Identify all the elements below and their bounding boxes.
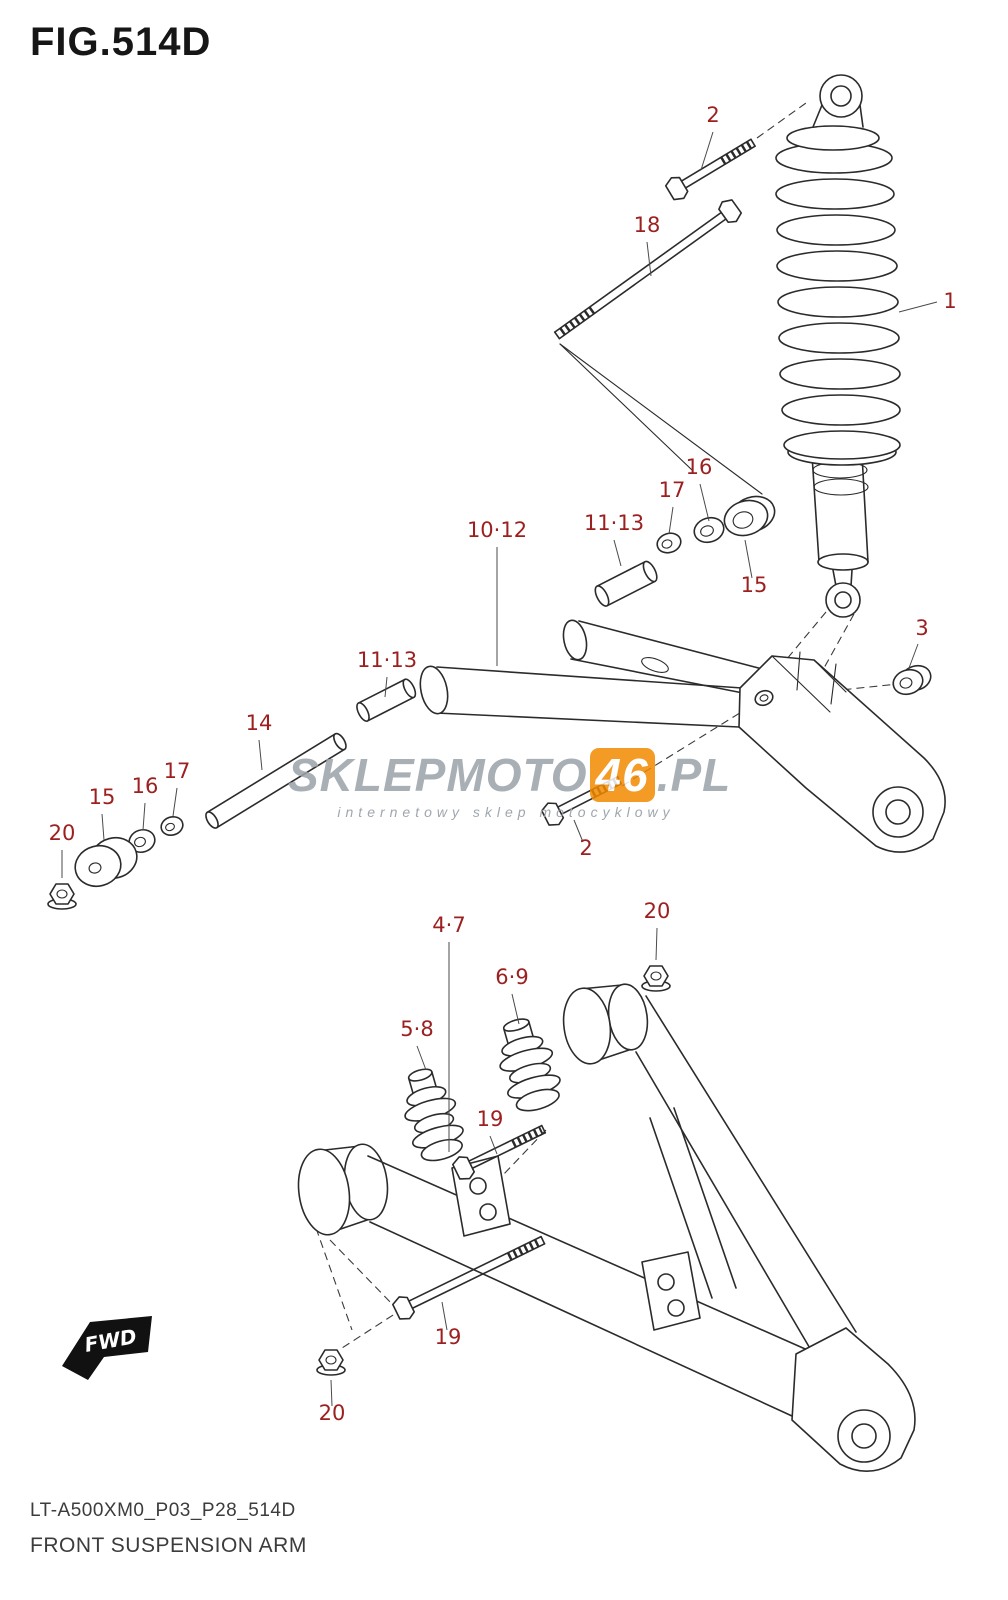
bushing-6-9 <box>499 1018 561 1112</box>
upper-suspension-arm <box>419 619 946 853</box>
cushion-15-upper <box>723 495 776 537</box>
shock-absorber <box>775 74 901 618</box>
axis-lines <box>315 102 899 1349</box>
part-label-5-8: 5·8 <box>400 1017 433 1041</box>
bolt-18 <box>553 199 743 340</box>
collar-11-13-left <box>356 678 417 722</box>
part-label-15-upper: 15 <box>741 573 768 597</box>
part-label-15-left: 15 <box>89 785 116 809</box>
part-label-18: 18 <box>634 213 661 237</box>
part-label-19-upper: 19 <box>477 1107 504 1131</box>
part-label-14: 14 <box>246 711 273 735</box>
part-label-17-upper: 17 <box>659 478 686 502</box>
figure-title: FIG.514D <box>30 20 212 64</box>
part-label-1: 1 <box>943 289 956 313</box>
footer: LT-A500XM0_P03_P28_514D FRONT SUSPENSION… <box>30 1500 307 1558</box>
part-label-11-13-left: 11·13 <box>357 648 417 672</box>
part-label-16-upper: 16 <box>686 455 713 479</box>
part-labels: 2 18 1 16 17 10·12 11·13 15 3 11·13 14 1… <box>49 103 957 1425</box>
part-label-2-lower: 2 <box>579 836 592 860</box>
nut-20-mid <box>641 965 671 992</box>
part-label-20-bottom: 20 <box>319 1401 346 1425</box>
part-label-19-lower: 19 <box>435 1325 462 1349</box>
washer-17-upper <box>656 532 682 554</box>
washer-3 <box>892 664 932 696</box>
part-label-4-7: 4·7 <box>432 913 465 937</box>
figure-code: LT-A500XM0_P03_P28_514D <box>30 1500 296 1521</box>
part-label-20-left: 20 <box>49 821 76 845</box>
figure-name: FRONT SUSPENSION ARM <box>30 1534 307 1557</box>
part-label-16-left: 16 <box>132 774 159 798</box>
part-label-20-mid: 20 <box>644 899 671 923</box>
bushing-5-8 <box>404 1068 464 1162</box>
bolt-19-upper <box>452 1124 547 1180</box>
nut-20-bottom <box>316 1349 346 1376</box>
lower-suspension-arm <box>297 983 916 1473</box>
collar-14 <box>205 732 347 829</box>
collar-10-12 <box>594 560 658 607</box>
nut-20-left <box>47 883 77 910</box>
part-label-10-12: 10·12 <box>467 518 527 542</box>
washer-17-left <box>160 815 184 837</box>
part-label-11-13-upper: 11·13 <box>584 511 644 535</box>
coil-spring <box>775 142 901 460</box>
part-label-17-left: 17 <box>164 759 191 783</box>
part-label-2-top: 2 <box>706 103 719 127</box>
part-label-3: 3 <box>915 616 928 640</box>
washer-16-upper <box>693 516 725 544</box>
cushion-15-left <box>74 836 138 888</box>
bolt-19-lower <box>392 1235 546 1320</box>
leader-lines <box>61 131 938 1407</box>
fwd-flag: FWD <box>62 1316 152 1380</box>
part-label-6-9: 6·9 <box>495 965 528 989</box>
bolt-2-lower <box>540 775 622 826</box>
bolt-2-top <box>664 138 756 201</box>
